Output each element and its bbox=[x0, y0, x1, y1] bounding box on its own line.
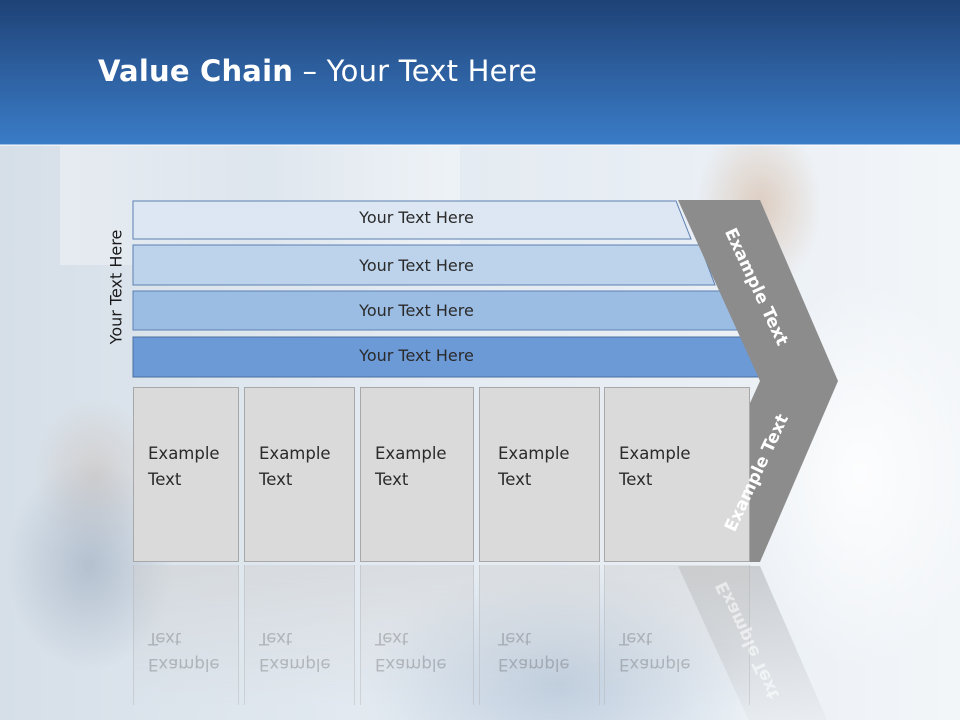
box-4-reflection: Example Text bbox=[479, 565, 600, 705]
box-2-refl-line2: Text bbox=[259, 629, 293, 648]
box-1-line2: Text bbox=[148, 470, 182, 489]
box-5-reflection-text: Example Text bbox=[619, 625, 719, 677]
box-1-reflection: Example Text bbox=[133, 565, 239, 705]
box-3-reflection: Example Text bbox=[360, 565, 474, 705]
box-4-line2: Text bbox=[498, 470, 532, 489]
bar-3-label: Your Text Here bbox=[359, 301, 474, 320]
box-2-refl-line1: Example bbox=[259, 655, 331, 674]
box-3-line2: Text bbox=[375, 470, 409, 489]
box-1-line1: Example bbox=[148, 444, 220, 463]
box-3-refl-line1: Example bbox=[375, 655, 447, 674]
box-3-refl-line2: Text bbox=[375, 629, 409, 648]
box-1-refl-line2: Text bbox=[148, 629, 182, 648]
box-1-reflection-text: Example Text bbox=[148, 625, 248, 677]
box-2-line2: Text bbox=[259, 470, 293, 489]
box-2-line1: Example bbox=[259, 444, 331, 463]
box-3-line1: Example bbox=[375, 444, 447, 463]
box-5-line1: Example bbox=[619, 444, 691, 463]
bar-2 bbox=[132, 244, 716, 286]
bar-1-label: Your Text Here bbox=[359, 208, 474, 227]
box-4-reflection-text: Example Text bbox=[498, 625, 598, 677]
box-3-reflection-text: Example Text bbox=[375, 625, 475, 677]
box-4-refl-line2: Text bbox=[498, 629, 532, 648]
box-5-refl-line2: Text bbox=[619, 629, 653, 648]
box-1-refl-line1: Example bbox=[148, 655, 220, 674]
box-4-line1: Example bbox=[498, 444, 570, 463]
value-arrow-reflection bbox=[678, 566, 828, 720]
value-arrow bbox=[678, 200, 838, 562]
title-rest: – Your Text Here bbox=[293, 54, 538, 88]
box-2-reflection: Example Text bbox=[244, 565, 355, 705]
bar-4-label: Your Text Here bbox=[359, 346, 474, 365]
box-5-reflection: Example Text bbox=[604, 565, 750, 705]
title-bar: Value Chain – Your Text Here bbox=[0, 0, 960, 145]
slide-title: Value Chain – Your Text Here bbox=[98, 54, 537, 88]
box-5-line2: Text bbox=[619, 470, 653, 489]
box-4-refl-line1: Example bbox=[498, 655, 570, 674]
box-2-reflection-text: Example Text bbox=[259, 625, 359, 677]
bar-1 bbox=[132, 200, 692, 240]
side-label: Your Text Here bbox=[106, 229, 126, 345]
bar-2-label: Your Text Here bbox=[359, 256, 474, 275]
box-5-refl-line1: Example bbox=[619, 655, 691, 674]
title-bold: Value Chain bbox=[98, 54, 294, 88]
